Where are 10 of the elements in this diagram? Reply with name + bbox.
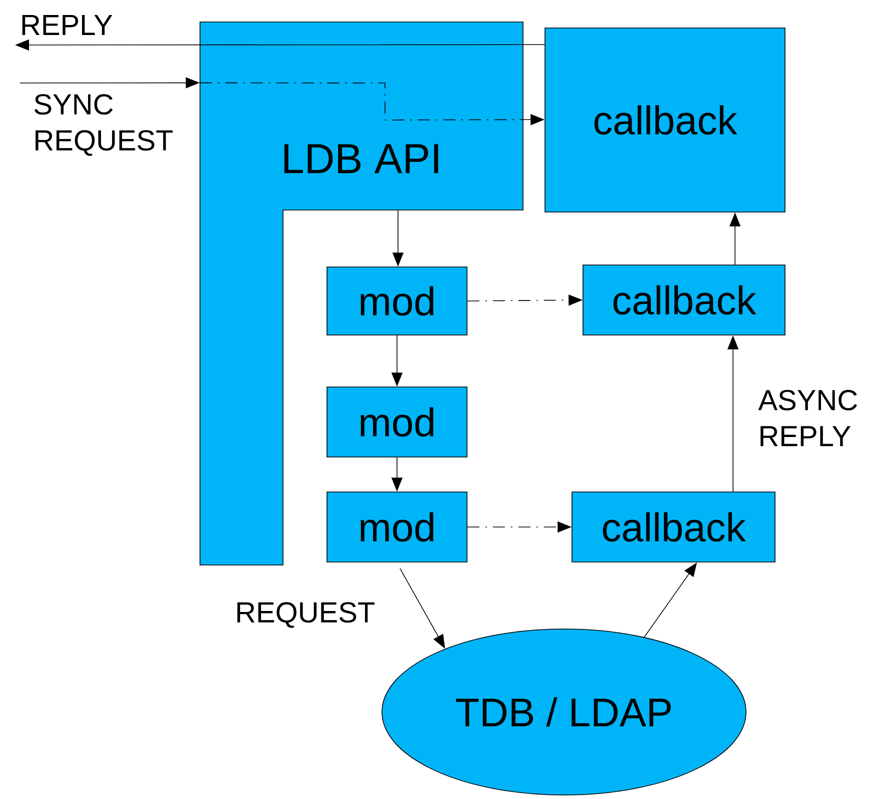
process-box: callback <box>544 28 786 212</box>
process-box: callback <box>582 264 786 336</box>
edge-label: SYNC REQUEST <box>34 94 173 156</box>
edge-label: REPLY <box>22 15 112 35</box>
process-box: callback <box>572 492 776 562</box>
process-box: mod <box>326 266 468 336</box>
process-box: mod <box>326 492 468 562</box>
edge-label: ASYNC REPLY <box>758 390 857 446</box>
edge-label: REQUEST <box>237 602 375 628</box>
process-box: mod <box>326 386 468 458</box>
